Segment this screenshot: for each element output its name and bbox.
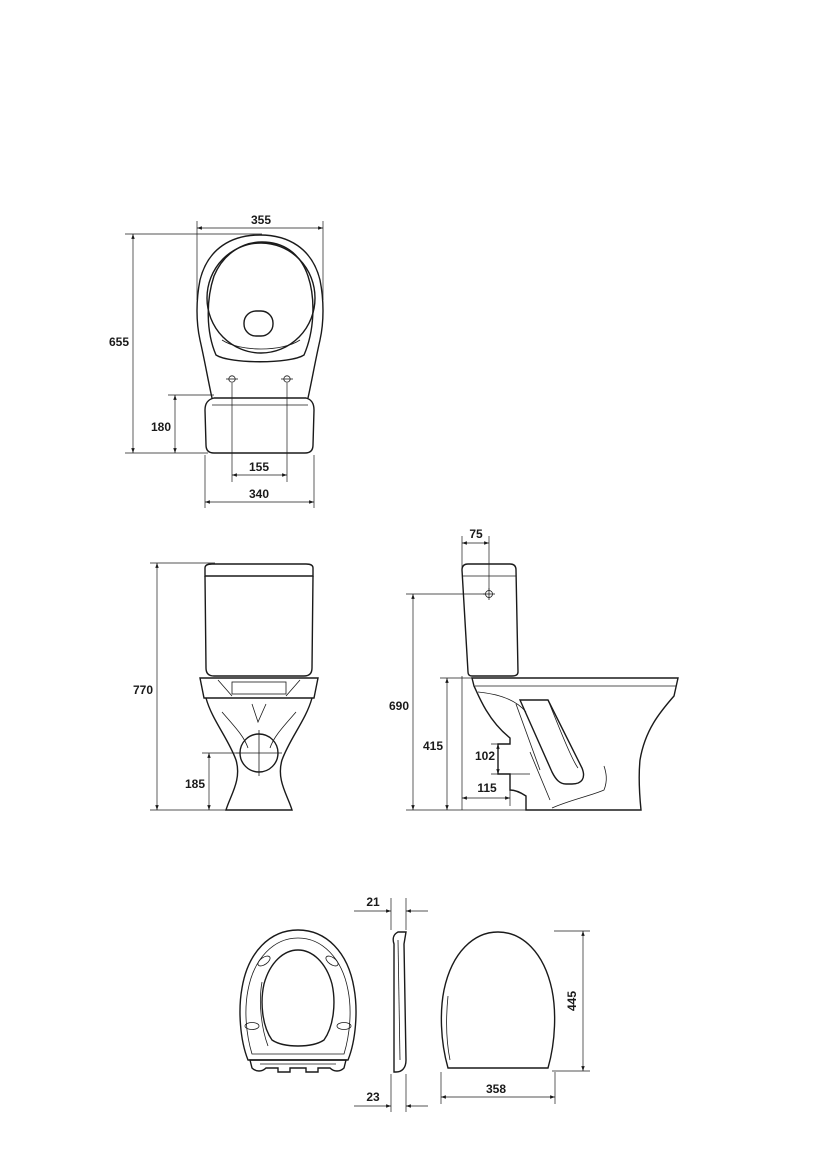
dim-label-75: 75 bbox=[469, 527, 483, 541]
seat-bumper bbox=[325, 955, 339, 967]
dim-label-115: 115 bbox=[477, 781, 497, 795]
bowl-rim-line bbox=[221, 339, 301, 350]
seat-bumper bbox=[244, 1022, 260, 1030]
dim-label-445: 445 bbox=[565, 991, 579, 1011]
bowl-opening bbox=[206, 242, 316, 354]
seat-opening bbox=[261, 949, 335, 1047]
seat-bumper bbox=[336, 1022, 352, 1030]
seat-hinge bbox=[249, 1059, 347, 1073]
side-bowl-outline bbox=[471, 677, 679, 811]
seat-inner-outline bbox=[207, 241, 314, 363]
side-view: 75 690 415 102 115 bbox=[389, 527, 679, 811]
dim-label-185: 185 bbox=[185, 777, 205, 791]
dim-label-690: 690 bbox=[389, 699, 409, 713]
front-view: 770 185 bbox=[133, 562, 319, 811]
dim-label-21: 21 bbox=[366, 895, 380, 909]
bolt-hole-left bbox=[226, 375, 238, 383]
tank-outline bbox=[204, 397, 315, 454]
tank-lid bbox=[204, 563, 314, 577]
dim-label-358: 358 bbox=[486, 1082, 506, 1096]
dim-label-155: 155 bbox=[249, 460, 269, 474]
bowl-drain bbox=[243, 310, 274, 337]
dim-label-23: 23 bbox=[366, 1090, 380, 1104]
dim-label-655: 655 bbox=[109, 335, 129, 349]
seat-bumper bbox=[257, 955, 271, 967]
side-tank-outline bbox=[461, 563, 519, 677]
seat-views: 21 23 445 358 bbox=[239, 895, 590, 1112]
seat-side-outline bbox=[392, 931, 407, 1073]
dim-label-415: 415 bbox=[423, 739, 443, 753]
dim-label-355: 355 bbox=[251, 213, 271, 227]
dim-label-180: 180 bbox=[151, 420, 171, 434]
bolt-hole-right bbox=[281, 375, 293, 383]
trapway bbox=[518, 699, 585, 785]
dim-label-340: 340 bbox=[249, 487, 269, 501]
tank-body bbox=[204, 575, 314, 677]
top-view: 355 655 180 155 340 bbox=[109, 213, 324, 508]
dim-label-102: 102 bbox=[475, 749, 495, 763]
lid-outline bbox=[440, 931, 556, 1069]
pedestal-outline bbox=[205, 697, 313, 811]
bowl-outline bbox=[196, 234, 324, 399]
seat-outer-outline bbox=[239, 929, 357, 1061]
dim-label-770: 770 bbox=[133, 683, 153, 697]
